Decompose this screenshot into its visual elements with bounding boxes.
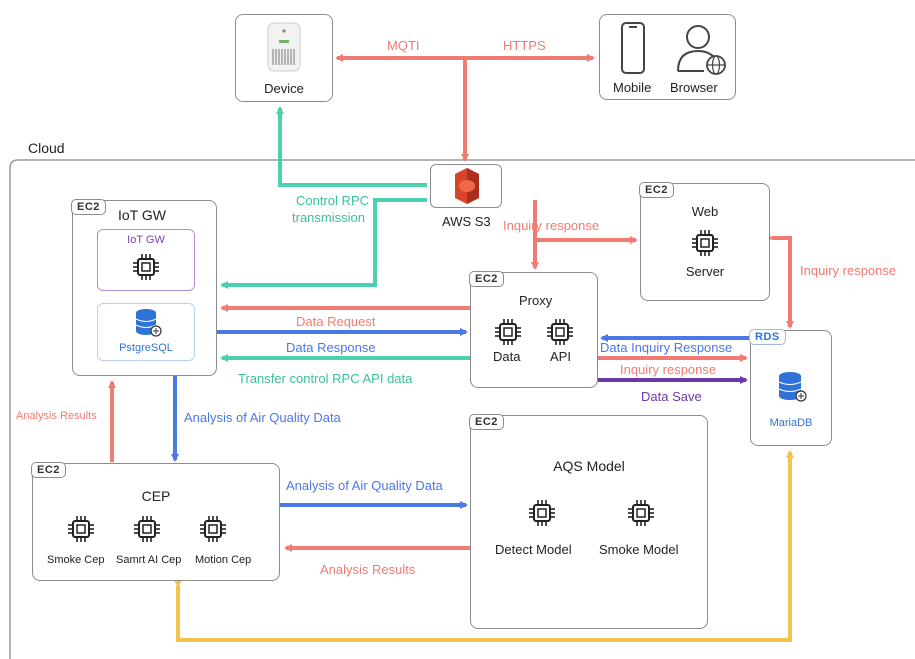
proxy-data-label: Data: [493, 349, 521, 364]
aws-s3-label: AWS S3: [442, 214, 491, 229]
aqs-detect-label: Detect Model: [495, 542, 572, 557]
edge-control-device: [276, 106, 427, 187]
client-node: Mobile Browser: [599, 14, 736, 100]
iot-gw-inner-box: IoT GW: [97, 229, 195, 291]
edge-cep-rds: [174, 450, 794, 642]
aqs-title: AQS Model: [553, 458, 625, 474]
cpu-chip-icon: [495, 319, 521, 345]
label-data-response: Data Response: [286, 340, 376, 355]
iot-gw-node: EC2 IoT GW IoT GW PstgreSQL: [71, 199, 217, 376]
iot-gw-title: IoT GW: [118, 207, 166, 223]
label-transfer-control: Transfer control RPC API data: [238, 371, 413, 386]
web-ec2-tag: EC2: [639, 182, 674, 198]
web-server-label: Server: [685, 264, 725, 279]
label-inquiry-web-rds: Inquiry response: [800, 263, 897, 278]
cpu-chip-icon: [134, 516, 160, 542]
cpu-chip-icon: [628, 500, 654, 526]
iot-gw-db-box: PstgreSQL: [97, 303, 195, 361]
browser-user-icon: [677, 25, 726, 75]
aws-s3-icon: [455, 168, 479, 204]
mobile-label: Mobile: [613, 80, 652, 95]
mobile-icon: [621, 22, 645, 74]
edge-control-iotgw: [220, 198, 427, 289]
edge-web-rds: [766, 234, 794, 329]
cpu-chip-icon: [133, 254, 159, 280]
aqs-smoke-label: Smoke Model: [599, 542, 679, 557]
cpu-chip-icon: [547, 319, 573, 345]
cloud-label: Cloud: [28, 140, 65, 156]
label-data-save: Data Save: [641, 389, 702, 404]
rds-node: RDS MariaDB: [749, 329, 832, 446]
cep-smart-ai-label: Samrt AI Cep: [116, 554, 182, 566]
cpu-chip-icon: [68, 516, 94, 542]
proxy-title: Proxy: [519, 293, 553, 308]
proxy-ec2-tag: EC2: [469, 271, 504, 287]
database-icon: [135, 309, 162, 337]
aqs-ec2-tag: EC2: [469, 414, 504, 430]
label-aq-down: Analysis of Air Quality Data: [184, 410, 341, 425]
label-data-request: Data Request: [296, 314, 376, 329]
iot-gw-db-label: PstgreSQL: [119, 342, 173, 354]
device-label: Device: [264, 81, 304, 96]
device-icon: [267, 22, 301, 72]
cpu-chip-icon: [200, 516, 226, 542]
rds-tag: RDS: [749, 329, 786, 345]
cep-motion-label: Motion Cep: [195, 554, 252, 566]
browser-label: Browser: [670, 80, 718, 95]
label-control-rpc-2: transmission: [292, 210, 365, 225]
label-https: HTTPS: [503, 38, 546, 53]
web-title: Web: [691, 204, 719, 219]
label-inquiry-s3-web: Inquiry response: [503, 218, 600, 233]
cloud-boundary: [9, 159, 915, 659]
label-data-inquiry: Data Inquiry Response: [600, 340, 733, 355]
label-control-rpc-1: Control RPC: [296, 193, 369, 208]
cpu-chip-icon: [529, 500, 555, 526]
database-icon: [778, 372, 807, 402]
label-analysis-results-bottom: Analysis Results: [320, 562, 416, 577]
label-mqtt: MQTI: [387, 38, 420, 53]
proxy-api-label: API: [550, 349, 571, 364]
device-node: Device: [235, 14, 333, 102]
web-server-node: EC2 Web Server: [639, 182, 770, 301]
iot-gw-inner-label: IoT GW: [127, 234, 165, 246]
cep-ec2-tag: EC2: [31, 462, 66, 478]
rds-db-label: MariaDB: [769, 417, 813, 429]
cpu-chip-icon: [692, 230, 718, 256]
label-inquiry-proxy-rds: Inquiry response: [620, 362, 717, 377]
cep-smoke-label: Smoke Cep: [47, 554, 105, 566]
iot-gw-ec2-tag: EC2: [71, 199, 106, 215]
proxy-node: EC2 Proxy Data API: [469, 271, 598, 388]
label-aq-right: Analysis of Air Quality Data: [286, 478, 443, 493]
label-analysis-results-left: Analysis Results: [16, 410, 97, 422]
cep-title: CEP: [141, 488, 171, 504]
aqs-model-node: EC2 AQS Model Detect Model Smoke Model: [469, 414, 708, 629]
cep-node: EC2 CEP Smoke Cep Samrt AI Cep Motion Ce…: [31, 462, 280, 581]
